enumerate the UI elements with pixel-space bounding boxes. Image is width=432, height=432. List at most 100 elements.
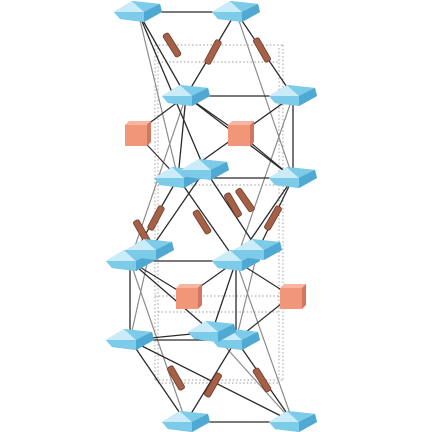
rod-body (264, 205, 282, 231)
octahedron-face (269, 85, 299, 96)
cube-node (280, 284, 306, 309)
octahedron-face (212, 340, 242, 350)
octahedron-face (242, 12, 260, 22)
octahedron-face (136, 261, 154, 271)
octahedron-face (181, 170, 211, 180)
rod-body (224, 192, 242, 218)
octahedron-face (269, 167, 299, 178)
octahedron-node (269, 411, 317, 432)
bond-line (137, 11, 187, 97)
cube-side-face (198, 284, 202, 309)
cube-side-face (250, 121, 254, 146)
rod-body (235, 187, 255, 213)
rod-linker (167, 365, 185, 391)
octahedron-face (192, 96, 210, 106)
octahedron-face (162, 85, 192, 96)
cube-node (228, 121, 254, 146)
octahedron-face (180, 411, 208, 422)
octahedron-face (106, 340, 136, 350)
rod-linker (204, 372, 222, 398)
octahedron-face (144, 4, 162, 12)
octahedron-face (269, 422, 299, 432)
rod-linker (224, 192, 242, 218)
cube-node (176, 284, 202, 309)
octahedron-face (144, 12, 162, 22)
octahedron-face (132, 1, 160, 12)
octahedron-face (211, 170, 229, 180)
octahedron-face (218, 324, 236, 332)
bond-line (129, 260, 187, 423)
octahedron-face (287, 85, 315, 96)
octahedron-face (264, 250, 282, 260)
bond-line (211, 260, 237, 333)
octahedron-face (124, 329, 152, 340)
octahedron-face (299, 88, 317, 96)
octahedron-face (299, 170, 317, 178)
bond-line (235, 260, 294, 423)
octahedron-face (287, 167, 315, 178)
linker-rods (133, 32, 282, 398)
octahedron-face (252, 239, 280, 250)
octahedron-face (230, 329, 258, 340)
rod-linker (235, 187, 255, 213)
octahedron-face (234, 250, 264, 260)
bond-line (149, 169, 206, 251)
octahedron-node (114, 1, 162, 22)
octahedron-face (114, 1, 144, 12)
cube-front-face (280, 288, 302, 309)
octahedron-face (188, 321, 218, 332)
rod-body (192, 209, 212, 235)
octahedron-face (154, 178, 184, 188)
octahedron-face (264, 242, 282, 250)
octahedron-face (156, 242, 174, 250)
rod-body (167, 365, 185, 391)
octahedron-face (299, 422, 317, 432)
bond-line (235, 11, 294, 179)
octahedron-face (230, 1, 258, 12)
octahedron-face (211, 162, 229, 170)
octahedron-face (154, 167, 184, 178)
octahedron-node (212, 1, 260, 22)
octahedron-face (287, 411, 315, 422)
octahedron-face (156, 250, 174, 260)
octahedron-face (181, 159, 211, 170)
rod-body (204, 39, 222, 65)
octahedron-face (114, 12, 144, 22)
octahedron-face (126, 250, 156, 260)
octahedron-face (218, 332, 236, 342)
octahedron-face (234, 239, 264, 250)
cube-top-face (125, 121, 151, 125)
octahedron-face (188, 332, 218, 342)
cube-top-face (176, 284, 202, 288)
cube-front-face (176, 288, 198, 309)
octahedron-node (181, 159, 229, 180)
cube-front-face (125, 125, 147, 146)
octahedron-face (242, 4, 260, 12)
rod-body (162, 32, 182, 58)
bond-line (129, 339, 187, 423)
rod-body (252, 367, 272, 393)
cube-side-face (147, 121, 151, 146)
bond-line (235, 249, 259, 341)
octahedron-node (188, 321, 236, 342)
cube-front-face (228, 125, 250, 146)
octahedron-node (234, 239, 282, 260)
rod-body (253, 37, 271, 63)
octahedron-face (269, 96, 299, 106)
octahedron-face (206, 321, 234, 332)
octahedron-face (242, 261, 260, 271)
octahedron-face (212, 1, 242, 12)
rod-linker (264, 205, 282, 231)
octahedron-node (269, 167, 317, 188)
octahedron-node (126, 239, 174, 260)
octahedron-face (299, 96, 317, 106)
octahedron-node (162, 411, 210, 432)
rod-linker (253, 37, 271, 63)
cube-top-face (228, 121, 254, 125)
octahedron-face (106, 261, 136, 271)
rod-linker (204, 39, 222, 65)
octahedron-face (180, 85, 208, 96)
octahedron-face (242, 340, 260, 350)
cube-side-face (302, 284, 306, 309)
bond-line (129, 260, 213, 333)
